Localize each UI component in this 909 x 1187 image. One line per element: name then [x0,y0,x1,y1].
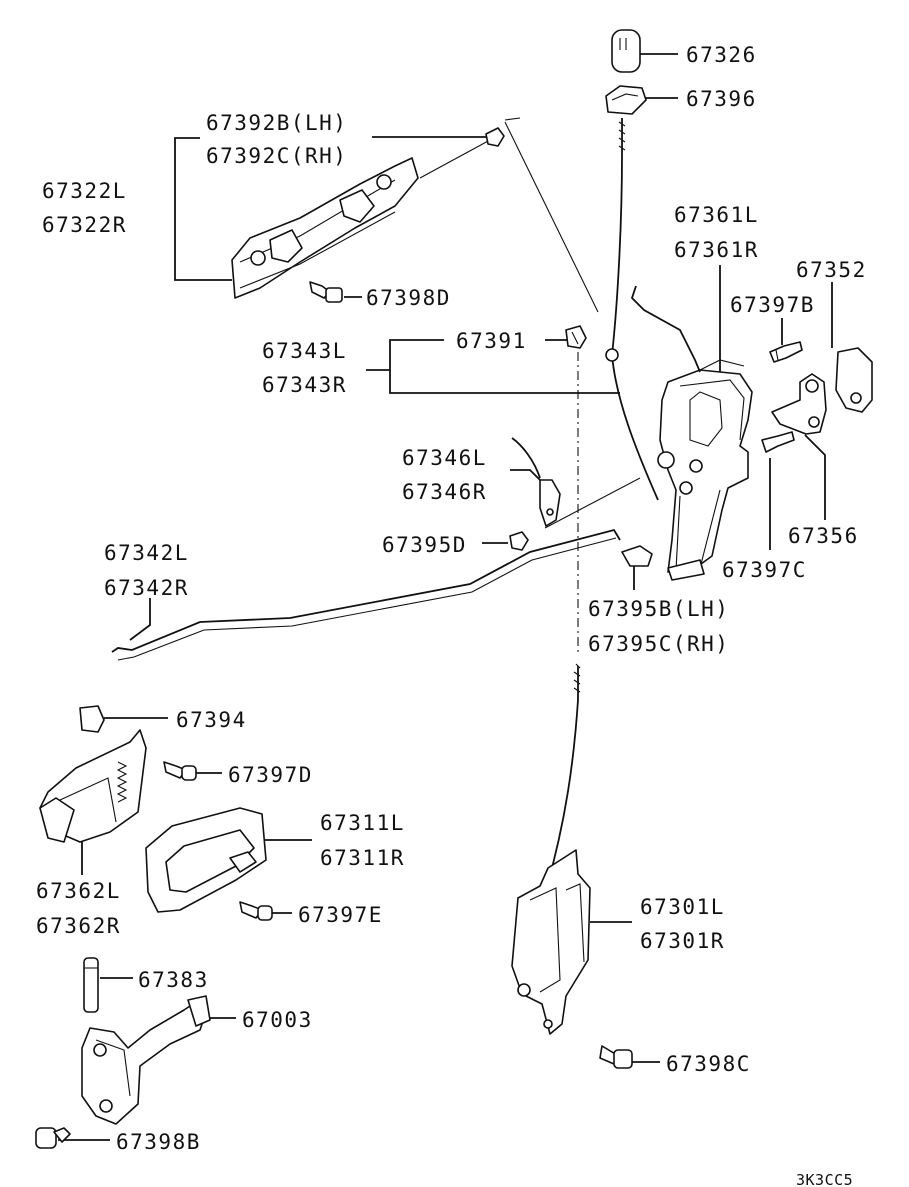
outside-handle [231,157,419,299]
pin-67383 [83,957,99,1013]
label-67362l: 67362L [36,879,121,903]
screw-67397e [239,901,273,921]
label-67391: 67391 [456,329,527,353]
label-67301l: 67301L [640,895,725,919]
label-67362r: 67362R [36,914,121,938]
reference-code: 3K3CC5 [796,1171,853,1187]
label-67361l: 67361L [674,203,759,227]
clip-67395d [509,531,529,551]
rod-clip-67392 [485,127,505,147]
label-67356: 67356 [788,524,859,548]
screw-67397b [769,341,803,363]
label-67392c: 67392C(RH) [206,144,347,168]
label-67398d: 67398D [366,286,451,310]
assembly-lines [419,117,641,655]
label-67301r: 67301R [640,929,725,953]
label-67395d: 67395D [382,533,467,557]
label-67383: 67383 [138,968,209,992]
label-67397d: 67397D [228,763,313,787]
bolt-67398b [35,1127,71,1149]
lock-rod [605,118,659,501]
latch-rod [630,285,701,373]
label-67395b: 67395B(LH) [588,597,729,621]
bolt-67398d [309,281,343,303]
long-rod-67342 [111,528,621,661]
label-67394: 67394 [176,708,247,732]
lock-actuator [511,849,591,1035]
lock-knob [605,85,647,115]
inside-handle [39,729,147,843]
label-67346r: 67346R [402,480,487,504]
bolt-67398c [599,1045,633,1069]
lock-knob-cap [611,29,641,73]
screw-67397c [761,431,795,453]
label-67397c: 67397C [722,558,807,582]
label-67397e: 67397E [298,903,383,927]
part-labels: 67326 67396 67392B(LH) 67392C(RH) 67322L… [36,43,867,1187]
label-67322r: 67322R [42,213,127,237]
label-67396: 67396 [686,87,757,111]
label-67395c: 67395C(RH) [588,632,729,656]
label-67346l: 67346L [402,446,487,470]
label-67342r: 67342R [104,576,189,600]
label-67322l: 67322L [42,179,127,203]
label-67352: 67352 [796,258,867,282]
label-67398c: 67398C [666,1052,751,1076]
door-latch [657,359,753,581]
rod-clip-67391 [565,325,587,349]
label-67311r: 67311R [320,846,405,870]
label-67342l: 67342L [104,541,189,565]
leader-lines [58,53,833,1141]
label-67398b: 67398B [116,1130,201,1154]
actuator-cable [545,663,581,891]
nut-67394 [79,705,105,733]
label-67361r: 67361R [674,238,759,262]
clip-67395b [621,545,653,567]
label-67343l: 67343L [262,339,347,363]
label-67343r: 67343R [262,373,347,397]
cable-67346 [511,437,561,527]
label-67326: 67326 [686,43,757,67]
screw-67397d [163,761,197,781]
cover-plate [835,347,873,413]
label-67311l: 67311L [320,811,405,835]
label-67003: 67003 [242,1008,313,1032]
door-checker [81,995,211,1125]
latch-bracket [771,373,827,435]
handle-bezel [145,807,267,913]
label-67397b: 67397B [730,293,815,317]
label-67392b: 67392B(LH) [206,111,347,135]
